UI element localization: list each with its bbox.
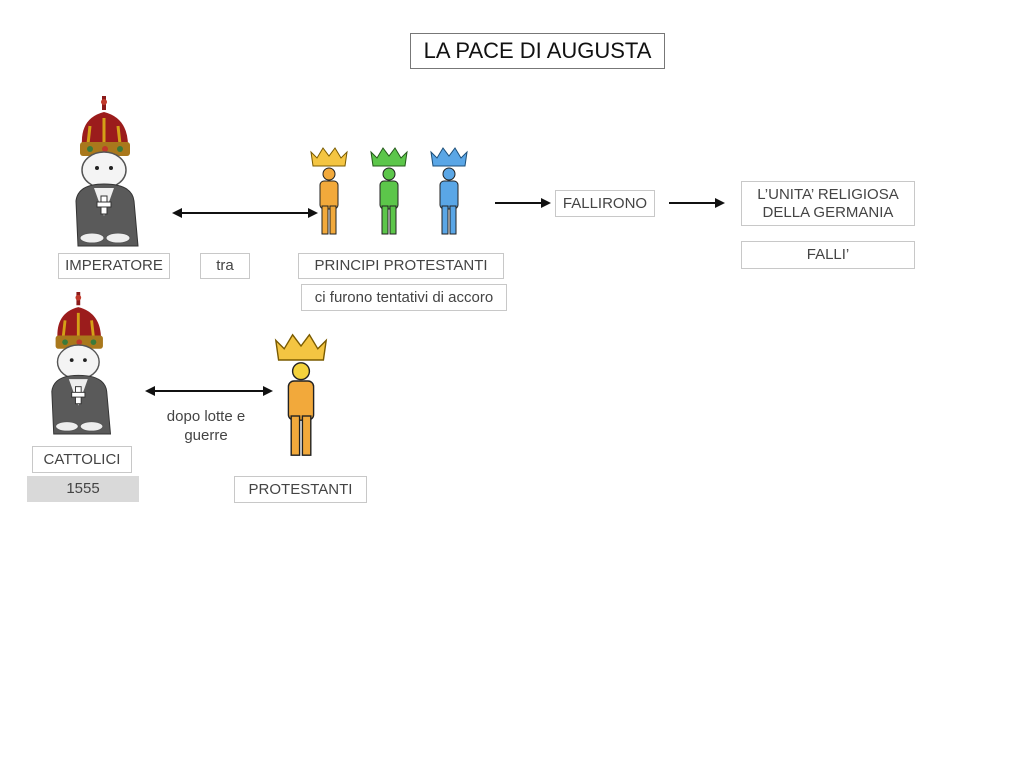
label-imperatore: IMPERATORE	[58, 253, 170, 279]
unita-line-2: DELLA GERMANIA	[762, 203, 894, 221]
page-title: LA PACE DI AUGUSTA	[410, 33, 665, 69]
label-protestanti: PROTESTANTI	[234, 476, 367, 503]
double-arrow-icon	[172, 208, 318, 218]
label-unita-religiosa: L’UNITA’ RELIGIOSA DELLA GERMANIA	[741, 181, 915, 226]
dopo-line-1: dopo lotte e	[166, 408, 246, 425]
prince-orange-icon	[310, 147, 348, 235]
protestant-icon	[274, 333, 328, 456]
arrow-right-icon	[495, 198, 551, 208]
prince-blue-icon	[430, 147, 468, 235]
label-tra: tra	[200, 253, 250, 279]
double-arrow-icon	[145, 386, 273, 396]
label-year-1555: 1555	[27, 476, 139, 502]
emperor-icon	[75, 96, 139, 247]
emperor-icon	[51, 292, 112, 435]
label-falli: FALLI’	[741, 241, 915, 269]
unita-line-1: L’UNITA’ RELIGIOSA	[757, 185, 899, 203]
label-cattolici: CATTOLICI	[32, 446, 132, 473]
label-fallirono: FALLIRONO	[555, 190, 655, 217]
label-tentativi: ci furono tentativi di accoro	[301, 284, 507, 311]
prince-green-icon	[370, 147, 408, 235]
dopo-line-2: guerre	[184, 427, 228, 444]
label-dopo-lotte: dopo lotte e guerre	[150, 407, 262, 445]
arrow-right-icon	[669, 198, 725, 208]
label-principi-protestanti: PRINCIPI PROTESTANTI	[298, 253, 504, 279]
